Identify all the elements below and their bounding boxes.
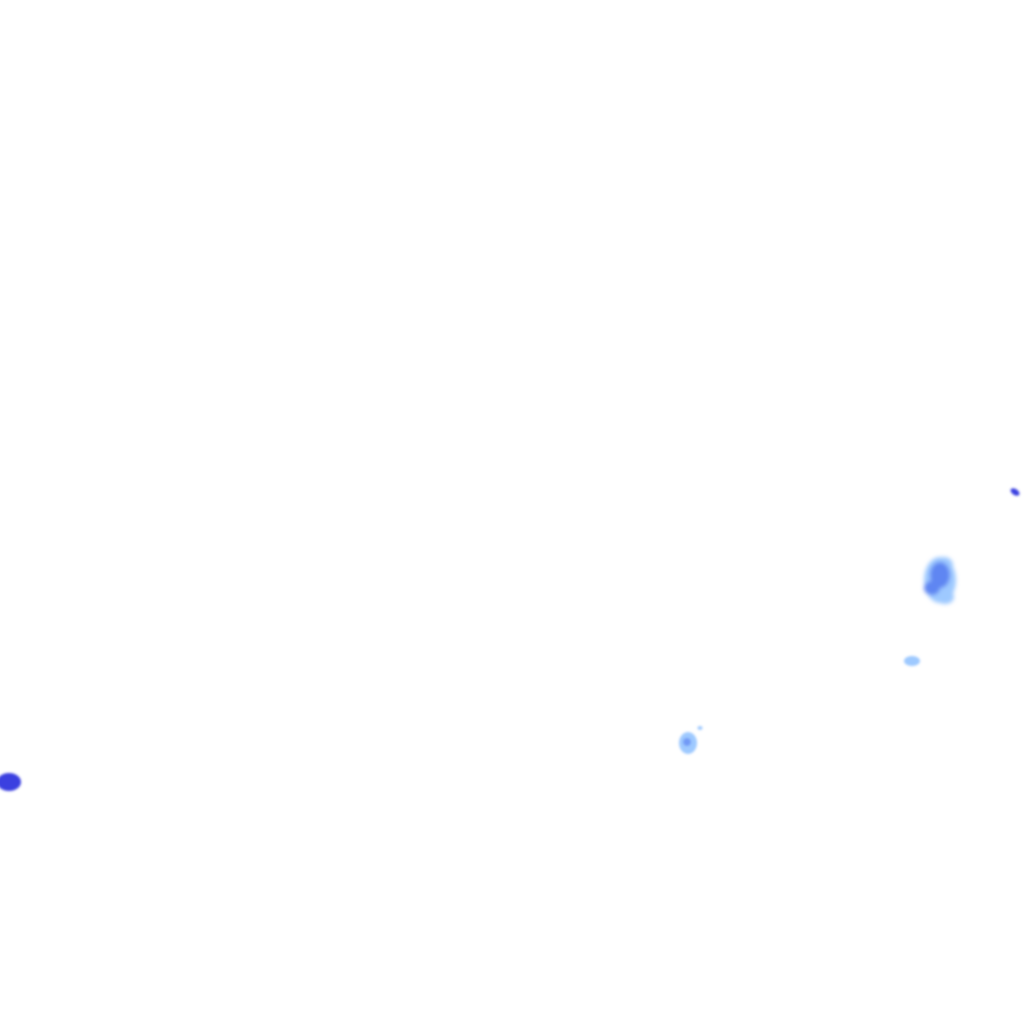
precip-echo — [0, 773, 21, 791]
precip-cell — [1010, 488, 1020, 496]
precip-echo — [1010, 488, 1020, 496]
precip-echo — [679, 726, 703, 754]
precip-cell — [930, 562, 950, 588]
precip-echo — [904, 656, 920, 666]
precip-cell — [0, 773, 21, 791]
precip-cell — [904, 656, 920, 666]
precip-cell — [697, 726, 703, 730]
precip-cell — [936, 590, 954, 604]
precip-echo — [924, 557, 956, 604]
precip-cell — [683, 738, 691, 746]
precip-cell — [924, 581, 940, 595]
